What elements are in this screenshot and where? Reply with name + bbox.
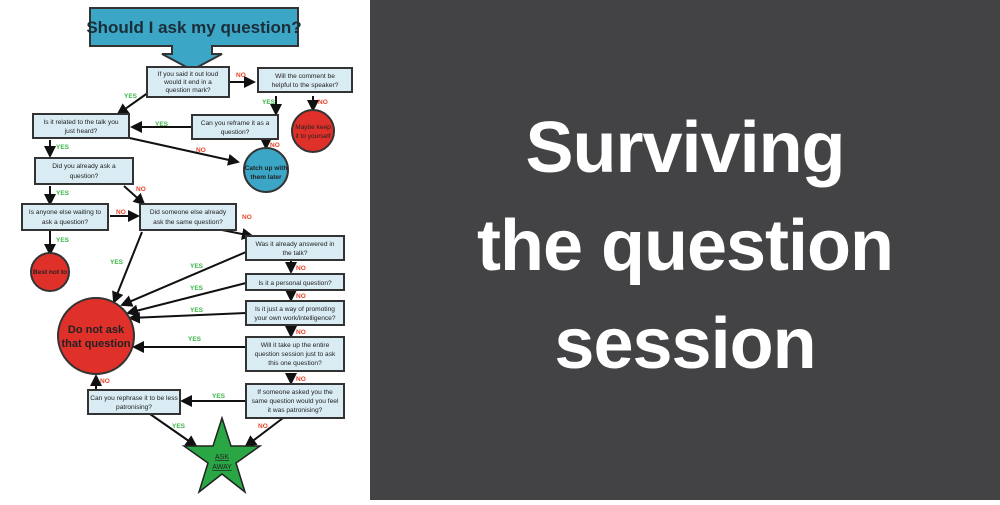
outcome-maybe-keep: Maybe keep it to yourself — [291, 109, 335, 153]
outcome-best-not: Best not to — [30, 252, 70, 292]
branch-labels: NO YES YES NO YES NO NO YES YES NO NO NO… — [56, 72, 328, 430]
svg-text:YES: YES — [110, 259, 124, 266]
svg-text:ASK: ASK — [215, 454, 229, 461]
svg-text:question session just to ask: question session just to ask — [255, 351, 336, 358]
box-rephrase: Can you rephrase it to be less patronisi… — [87, 389, 181, 415]
box-out-loud: If you said it out loud would it end in … — [146, 66, 230, 98]
box-entire-session: Will it take up the entire question sess… — [245, 336, 345, 372]
svg-text:NO: NO — [296, 376, 306, 383]
svg-text:Can you reframe it as a: Can you reframe it as a — [201, 120, 270, 127]
svg-text:Was it already answered in: Was it already answered in — [256, 241, 335, 248]
outcome-catch-up: Catch up with them later — [243, 147, 289, 193]
svg-text:that question: that question — [61, 338, 130, 350]
svg-text:Is it related to the talk you: Is it related to the talk you — [43, 119, 118, 126]
headline-title: Surviving the question session — [477, 99, 894, 393]
flowchart-title: Should I ask my question? — [86, 7, 302, 72]
svg-text:YES: YES — [56, 144, 70, 151]
svg-text:YES: YES — [124, 93, 138, 100]
svg-text:If you said it out loud: If you said it out loud — [158, 71, 219, 78]
box-someone-else: Did someone else already ask the same qu… — [139, 203, 237, 231]
box-promoting: Is it just a way of promoting your own w… — [245, 300, 345, 326]
svg-text:Should I ask my question?: Should I ask my question? — [86, 18, 301, 37]
box-anyone-waiting: Is anyone else waiting to ask a question… — [21, 203, 109, 231]
svg-text:it to yourself: it to yourself — [295, 133, 330, 140]
svg-text:ask a question?: ask a question? — [42, 219, 89, 226]
svg-text:patronising?: patronising? — [116, 404, 152, 411]
svg-text:Is it just a way of promoting: Is it just a way of promoting — [255, 306, 335, 313]
svg-text:If someone asked you the: If someone asked you the — [257, 389, 333, 396]
svg-text:this one question?: this one question? — [268, 360, 322, 367]
svg-text:AWAY: AWAY — [212, 464, 232, 471]
svg-text:Maybe keep: Maybe keep — [295, 124, 331, 131]
box-related: Is it related to the talk you just heard… — [32, 113, 130, 139]
svg-text:Did someone else already: Did someone else already — [150, 209, 227, 216]
svg-text:Is anyone else waiting to: Is anyone else waiting to — [29, 209, 102, 216]
svg-text:ask the same question?: ask the same question? — [153, 219, 223, 226]
svg-text:question?: question? — [221, 129, 250, 136]
box-personal: Is it a personal question? — [245, 273, 345, 291]
svg-text:the talk?: the talk? — [283, 250, 308, 257]
svg-text:helpful to the speaker?: helpful to the speaker? — [272, 82, 339, 89]
outcome-ask-away-star: ASK AWAY — [181, 415, 263, 495]
svg-text:question?: question? — [70, 173, 99, 180]
svg-text:NO: NO — [136, 186, 146, 193]
svg-text:YES: YES — [190, 285, 204, 292]
headline-panel: Surviving the question session — [370, 0, 1000, 500]
svg-text:your own work/intelligence?: your own work/intelligence? — [255, 315, 336, 322]
svg-text:Will the comment be: Will the comment be — [275, 73, 335, 80]
svg-text:NO: NO — [270, 142, 280, 149]
svg-text:NO: NO — [296, 293, 306, 300]
svg-text:YES: YES — [212, 393, 226, 400]
svg-text:Catch up with: Catch up with — [245, 165, 288, 172]
box-patronising: If someone asked you the same question w… — [245, 383, 345, 419]
svg-text:NO: NO — [296, 329, 306, 336]
svg-text:NO: NO — [116, 209, 126, 216]
svg-text:YES: YES — [155, 121, 169, 128]
svg-text:NO: NO — [258, 423, 268, 430]
svg-text:NO: NO — [236, 72, 246, 79]
svg-text:NO: NO — [318, 99, 328, 106]
box-reframe: Can you reframe it as a question? — [191, 114, 279, 140]
svg-text:Is it a personal question?: Is it a personal question? — [258, 280, 332, 287]
box-helpful: Will the comment be helpful to the speak… — [257, 67, 353, 93]
svg-text:Can you rephrase it to be less: Can you rephrase it to be less — [90, 395, 178, 402]
svg-text:YES: YES — [56, 237, 70, 244]
svg-text:YES: YES — [56, 190, 70, 197]
headline-line-3: session — [554, 304, 816, 384]
svg-text:them later: them later — [250, 174, 282, 181]
svg-text:YES: YES — [262, 99, 276, 106]
svg-text:NO: NO — [242, 214, 252, 221]
outcome-do-not-ask: Do not ask that question — [57, 297, 135, 375]
svg-text:it was patronising?: it was patronising? — [268, 407, 323, 414]
box-answered: Was it already answered in the talk? — [245, 235, 345, 261]
svg-text:YES: YES — [172, 423, 186, 430]
svg-text:YES: YES — [188, 336, 202, 343]
svg-text:Did you already ask a: Did you already ask a — [52, 163, 116, 170]
svg-text:YES: YES — [190, 307, 204, 314]
svg-text:Will it take up the entire: Will it take up the entire — [261, 342, 330, 349]
headline-line-2: the question — [477, 206, 894, 286]
box-already-asked: Did you already ask a question? — [34, 157, 134, 185]
svg-text:would it end in a: would it end in a — [163, 79, 212, 86]
svg-text:question mark?: question mark? — [165, 87, 210, 94]
headline-line-1: Surviving — [525, 108, 845, 188]
svg-text:NO: NO — [100, 378, 110, 385]
svg-text:YES: YES — [190, 263, 204, 270]
svg-text:same question would you feel: same question would you feel — [252, 398, 339, 405]
svg-text:NO: NO — [196, 147, 206, 154]
svg-text:Best not to: Best not to — [33, 269, 67, 276]
svg-text:Do not ask: Do not ask — [68, 324, 125, 336]
svg-text:NO: NO — [296, 265, 306, 272]
svg-text:just heard?: just heard? — [64, 128, 98, 135]
flowchart-panel: Should I ask my question? NO YES YES — [0, 0, 370, 500]
flowchart-diagram: Should I ask my question? NO YES YES — [21, 7, 353, 495]
flowchart-arrows — [44, 76, 319, 448]
